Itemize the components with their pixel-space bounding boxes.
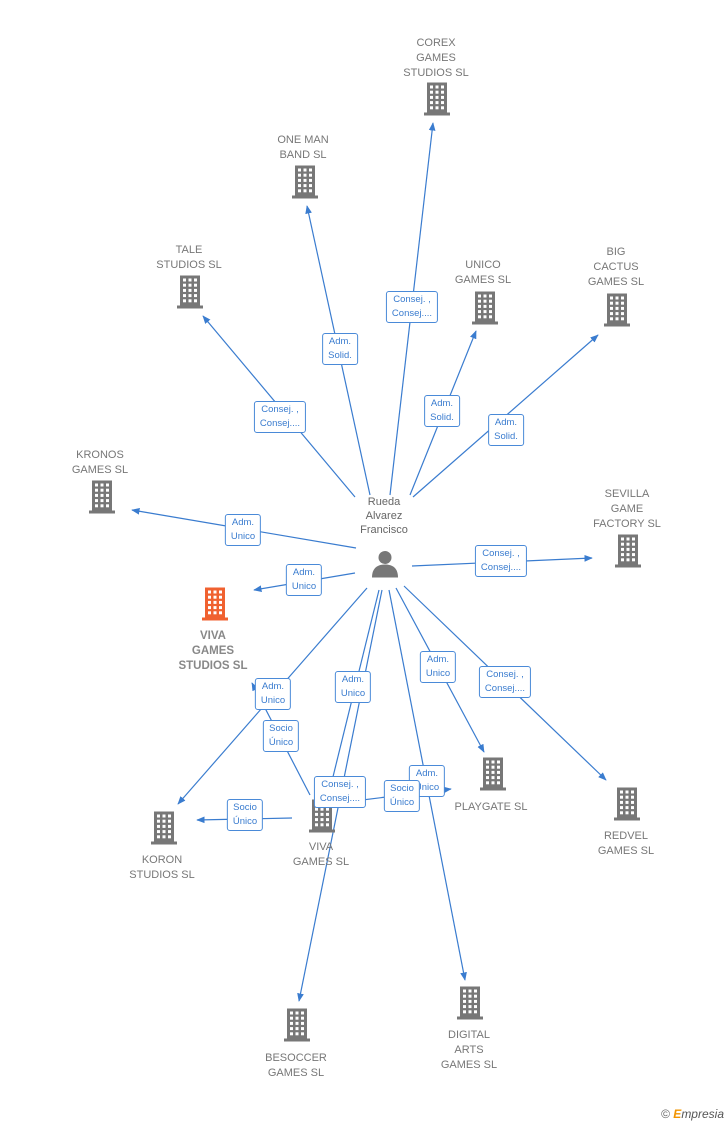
edge-label-person-to-kronos[interactable]: Adm. Unico xyxy=(224,514,262,546)
company-label-tale[interactable]: TALE STUDIOS SL xyxy=(156,244,222,271)
edge-label-person-to-playgate[interactable]: Adm. Unico xyxy=(419,651,457,683)
building-icon xyxy=(480,757,506,791)
company-node-unico[interactable] xyxy=(470,291,500,330)
company-label-kronos[interactable]: KRONOS GAMES SL xyxy=(71,449,129,476)
brand-initial: E xyxy=(673,1107,682,1121)
edge-label-person-to-koron[interactable]: Adm. Unico xyxy=(254,678,292,710)
company-label-besoccer[interactable]: BESOCCER GAMES SL xyxy=(265,1052,327,1079)
person-name: Rueda Alvarez Francisco xyxy=(360,496,408,536)
building-icon xyxy=(604,293,630,327)
company-label-koron[interactable]: KORON STUDIOS SL xyxy=(129,854,195,881)
edge-label-person-to-viva-studios[interactable]: Adm. Unico xyxy=(285,564,323,596)
company-node-corex[interactable] xyxy=(422,82,452,121)
building-icon xyxy=(472,291,498,325)
building-icon xyxy=(151,811,177,845)
company-label-viva-studios[interactable]: VIVA GAMES STUDIOS SL xyxy=(178,630,248,672)
edge-label-person-to-unico[interactable]: Adm. Solid. xyxy=(424,395,460,427)
company-node-tale[interactable] xyxy=(175,275,205,314)
company-node-redvel[interactable] xyxy=(612,787,642,826)
person-icon xyxy=(372,551,398,578)
building-icon xyxy=(284,1008,310,1042)
company-label-corex[interactable]: COREX GAMES STUDIOS SL xyxy=(403,37,469,79)
building-icon xyxy=(89,480,115,514)
edge-label-person-to-viva-games[interactable]: Adm. Unico xyxy=(334,671,372,703)
company-label-viva-games[interactable]: VIVA GAMES SL xyxy=(292,841,350,868)
copyright-symbol: © xyxy=(661,1107,670,1121)
company-node-one-man-band[interactable] xyxy=(290,165,320,204)
footer-brand: © Empresia xyxy=(661,1107,724,1121)
company-node-besoccer[interactable] xyxy=(282,1008,312,1047)
company-label-redvel[interactable]: REDVEL GAMES SL xyxy=(597,830,655,857)
brand-name: mpresia xyxy=(681,1107,724,1121)
building-icon xyxy=(177,275,203,309)
building-icon xyxy=(424,82,450,116)
company-node-kronos[interactable] xyxy=(87,480,117,519)
company-label-big-cactus[interactable]: BIG CACTUS GAMES SL xyxy=(587,246,645,288)
company-node-koron[interactable] xyxy=(149,811,179,850)
company-node-playgate[interactable] xyxy=(478,757,508,796)
building-icon xyxy=(457,986,483,1020)
edge-label-person-to-corex[interactable]: Consej. , Consej.... xyxy=(385,291,439,323)
company-node-viva-studios[interactable] xyxy=(200,587,230,626)
edge-label-person-to-big-cactus[interactable]: Adm. Solid. xyxy=(488,414,524,446)
company-node-digital-arts[interactable] xyxy=(455,986,485,1025)
company-label-one-man-band[interactable]: ONE MAN BAND SL xyxy=(277,134,329,161)
edge-label-person-to-tale[interactable]: Consej. , Consej.... xyxy=(253,401,307,433)
edge-label-viva-games-to-koron[interactable]: Socio Único xyxy=(226,799,264,831)
edge-label-person-to-besoccer[interactable]: Consej. , Consej.... xyxy=(313,776,367,808)
edge-label-person-to-one-man-band[interactable]: Adm. Solid. xyxy=(322,333,358,365)
company-label-digital-arts[interactable]: DIGITAL ARTS GAMES SL xyxy=(440,1029,498,1071)
building-icon xyxy=(615,534,641,568)
company-label-sevilla[interactable]: SEVILLA GAME FACTORY SL xyxy=(593,488,661,530)
edge-label-viva-games-to-playgate[interactable]: Socio Único xyxy=(383,780,421,812)
edge-label-person-to-sevilla[interactable]: Consej. , Consej.... xyxy=(474,545,528,577)
person-node[interactable] xyxy=(370,549,400,584)
company-label-playgate[interactable]: PLAYGATE SL xyxy=(454,801,528,813)
company-node-big-cactus[interactable] xyxy=(602,293,632,332)
company-node-sevilla[interactable] xyxy=(613,534,643,573)
edge-label-viva-games-to-viva-studios[interactable]: Socio Único xyxy=(262,720,300,752)
building-icon xyxy=(614,787,640,821)
edge-label-person-to-redvel[interactable]: Consej. , Consej.... xyxy=(478,666,532,698)
company-label-unico[interactable]: UNICO GAMES SL xyxy=(454,259,512,286)
building-icon xyxy=(292,165,318,199)
building-icon xyxy=(202,587,228,621)
